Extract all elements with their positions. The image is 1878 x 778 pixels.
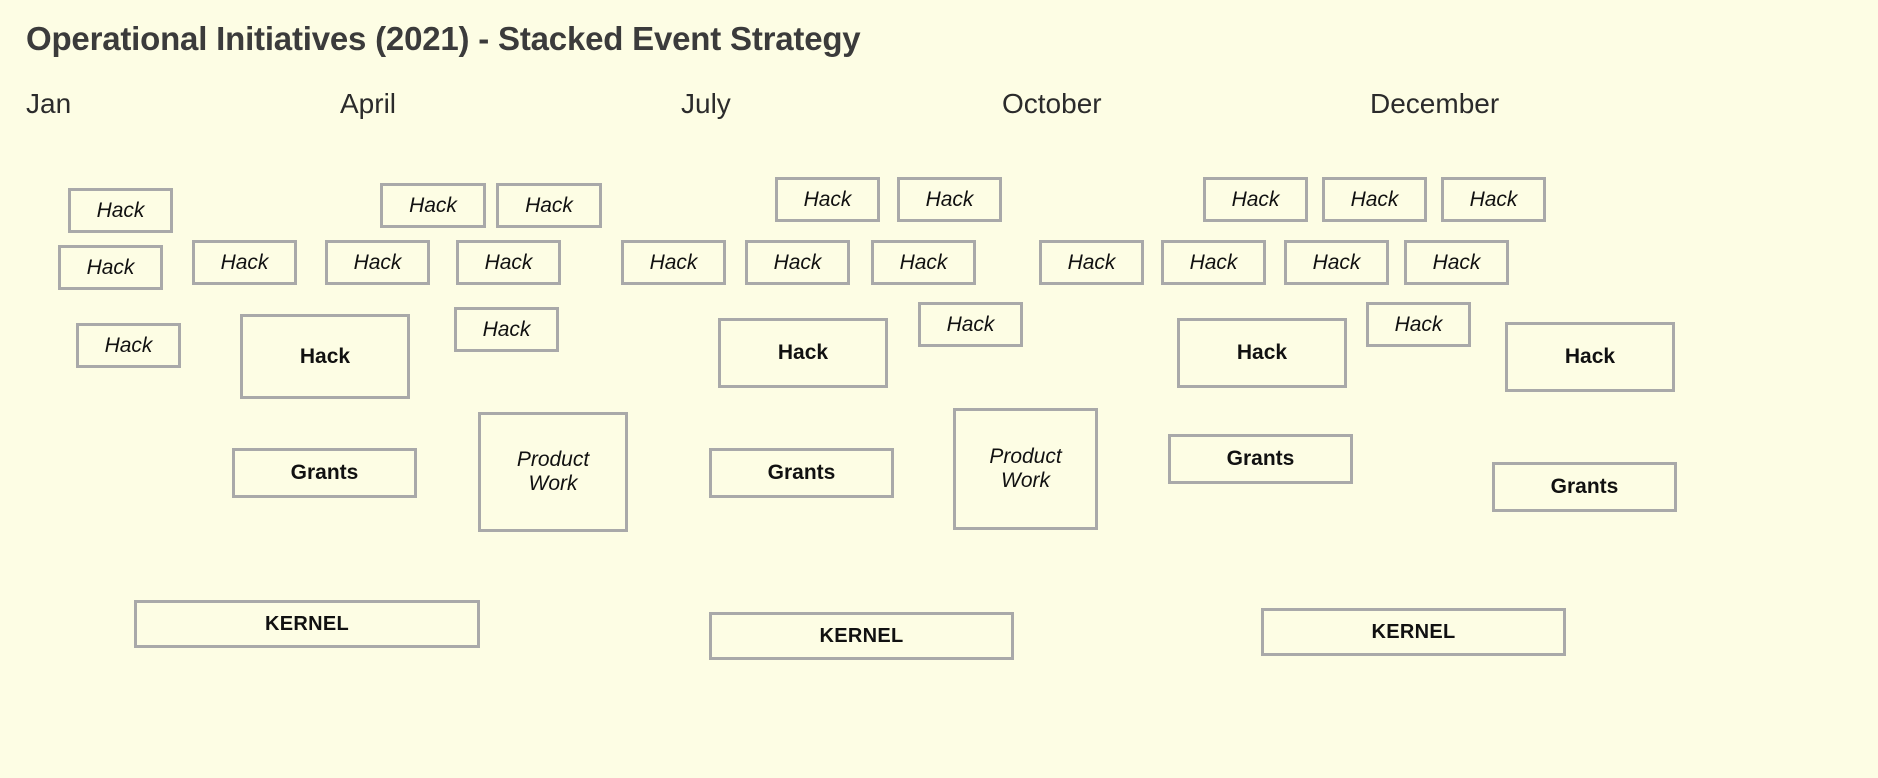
event-box-grants[interactable]: Grants [709,448,894,498]
event-box-hack[interactable]: Hack [918,302,1023,347]
event-box-label: Hack [86,255,135,279]
event-box-hack[interactable]: Hack [380,183,486,228]
event-box-hack[interactable]: Hack [496,183,602,228]
event-box-grants[interactable]: Grants [1168,434,1353,484]
event-box-label: Hack [925,187,974,211]
event-box-label: Hack [1469,187,1518,211]
event-box-label: Grants [767,461,836,485]
event-box-label: Hack [409,193,457,217]
event-box-label: Grants [290,461,359,485]
event-box-grants[interactable]: Grants [232,448,417,498]
event-box-label: Grants [1550,475,1619,499]
month-label-jan: Jan [26,88,72,119]
event-box-hack[interactable]: Hack [745,240,850,285]
event-box-hack[interactable]: Hack [1505,322,1675,392]
event-box-label: Hack [525,193,573,217]
event-box-hack[interactable]: Hack [1441,177,1546,222]
event-box-hack[interactable]: Hack [76,323,181,368]
event-box-label: KERNEL [1371,620,1456,643]
event-box-hack[interactable]: Hack [1177,318,1347,388]
event-box-hack[interactable]: Hack [1366,302,1471,347]
month-label-april: April [340,88,397,119]
event-box-kernel[interactable]: KERNEL [709,612,1014,660]
event-box-hack[interactable]: Hack [775,177,880,222]
event-box-hack[interactable]: Hack [456,240,561,285]
event-box-label: Grants [1226,447,1295,471]
event-box-kernel[interactable]: KERNEL [134,600,480,648]
event-box-label: Hack [777,341,829,365]
event-box-label: Hack [946,312,995,336]
event-box-hack[interactable]: Hack [1039,240,1144,285]
event-box-hack[interactable]: Hack [68,188,173,233]
event-box-label: Hack [220,250,269,274]
event-box-label: Hack [1312,250,1361,274]
event-box-hack[interactable]: Hack [621,240,726,285]
event-box-label: Hack [1067,250,1116,274]
event-box-hack[interactable]: Hack [718,318,888,388]
event-box-label: Hack [1189,250,1238,274]
event-box-hack[interactable]: Hack [192,240,297,285]
event-box-hack[interactable]: Hack [897,177,1002,222]
event-box-label: Hack [484,250,533,274]
event-box-label: Hack [649,250,698,274]
event-box-label: Hack [104,333,153,357]
event-box-label: KERNEL [264,612,350,635]
event-box-hack[interactable]: Hack [1322,177,1427,222]
event-box-grants[interactable]: Grants [1492,462,1677,512]
event-box-label: Hack [1350,187,1399,211]
event-box-label: Hack [96,198,145,222]
event-box-hack[interactable]: Hack [240,314,410,399]
event-box-label: Hack [899,250,948,274]
month-label-october: October [1002,88,1102,119]
event-box-hack[interactable]: Hack [1404,240,1509,285]
month-label-july: July [681,88,731,119]
event-box-label: Hack [1236,341,1288,365]
event-box-label: Hack [1564,345,1616,369]
page-title: Operational Initiatives (2021) - Stacked… [26,20,861,57]
event-box-label: Hack [1394,312,1443,336]
event-box-label: KERNEL [819,624,904,647]
event-box-hack[interactable]: Hack [1161,240,1266,285]
event-box-hack[interactable]: Hack [454,307,559,352]
event-box-label: Hack [803,187,852,211]
event-box-kernel[interactable]: KERNEL [1261,608,1566,656]
event-box-hack[interactable]: Hack [871,240,976,285]
event-box-label: Hack [773,250,822,274]
event-box-hack[interactable]: Hack [1284,240,1389,285]
event-box-hack[interactable]: Hack [1203,177,1308,222]
event-box-label: Hack [1231,187,1280,211]
month-label-december: December [1370,88,1500,119]
event-box-label: Hack [299,344,351,368]
event-box-hack[interactable]: Hack [325,240,430,285]
event-box-label: Hack [482,317,531,341]
event-box-label: Hack [1432,250,1481,274]
event-box-label: Hack [353,250,402,274]
event-box-hack[interactable]: Hack [58,245,163,290]
